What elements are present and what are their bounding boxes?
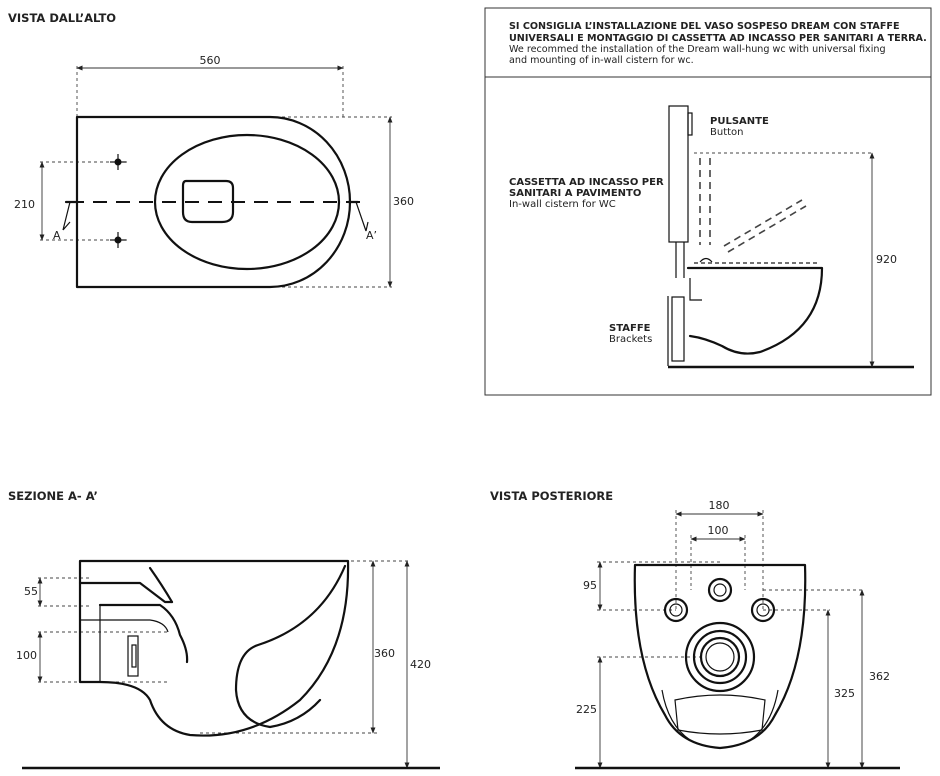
rear-hole-right — [750, 597, 776, 623]
installation-panel: SI CONSIGLIA L’INSTALLAZIONE DEL VASO SO… — [484, 7, 932, 396]
section-view-title: SEZIONE A- A’ — [8, 489, 98, 503]
label-cistern-it-2: SANITARI A PAVIMENTO — [509, 188, 641, 199]
dim-height-920: 920 — [876, 253, 897, 266]
section-view: SEZIONE A- A’ 55 100 360 420 — [8, 489, 440, 770]
dim-rear-325: 325 — [834, 687, 855, 700]
dim-width-560: 560 — [200, 54, 221, 67]
rear-hole-left — [663, 597, 689, 623]
installed-bowl — [686, 266, 824, 355]
dim-depth-360: 360 — [393, 195, 414, 208]
dim-rear-100: 100 — [708, 524, 729, 537]
top-bowl-outline — [75, 115, 352, 289]
label-button-it: PULSANTE — [710, 116, 769, 127]
section-inlet — [127, 635, 139, 677]
dim-section-100: 100 — [16, 649, 37, 662]
label-cistern-en: In-wall cistern for WC — [509, 199, 616, 210]
label-cistern-it-1: CASSETTA AD INCASSO PER — [509, 177, 664, 188]
dim-section-420: 420 — [410, 658, 431, 671]
label-button-en: Button — [710, 127, 744, 138]
section-label-a-prime: A’ — [366, 229, 377, 242]
rear-view-title: VISTA POSTERIORE — [490, 489, 613, 503]
section-label-a: A — [53, 229, 61, 242]
dim-rear-95: 95 — [583, 579, 597, 592]
rear-bowl-outline — [633, 563, 807, 750]
top-view-title: VISTA DALL’ALTO — [8, 11, 116, 25]
top-bowl-rim — [153, 133, 341, 271]
note-it-line-2: UNIVERSALI E MONTAGGIO DI CASSETTA AD IN… — [509, 33, 927, 44]
rear-outlet — [684, 621, 756, 693]
section-bowl-outline — [78, 559, 350, 737]
fixing-hole-top — [110, 154, 126, 170]
dim-fix-210: 210 — [14, 198, 35, 211]
note-it-line-1: SI CONSIGLIA L’INSTALLAZIONE DEL VASO SO… — [509, 21, 900, 32]
label-brackets-en: Brackets — [609, 334, 652, 345]
dim-section-360: 360 — [374, 647, 395, 660]
top-view: VISTA DALL’ALTO 560 360 210 — [8, 11, 414, 289]
dim-section-55: 55 — [24, 585, 38, 598]
note-en-line-1: We recommed the installation of the Drea… — [509, 44, 886, 55]
cistern — [668, 105, 689, 243]
dim-rear-362: 362 — [869, 670, 890, 683]
dim-rear-225: 225 — [576, 703, 597, 716]
rear-water-inlet — [707, 577, 733, 603]
rear-view: VISTA POSTERIORE 180 100 95 225 325 362 — [490, 489, 900, 770]
note-en-line-2: and mounting of in-wall cistern for wc. — [509, 55, 694, 66]
label-brackets-it: STAFFE — [609, 323, 651, 334]
brackets — [671, 296, 685, 362]
fixing-hole-bottom — [110, 232, 126, 248]
dim-rear-180: 180 — [709, 499, 730, 512]
